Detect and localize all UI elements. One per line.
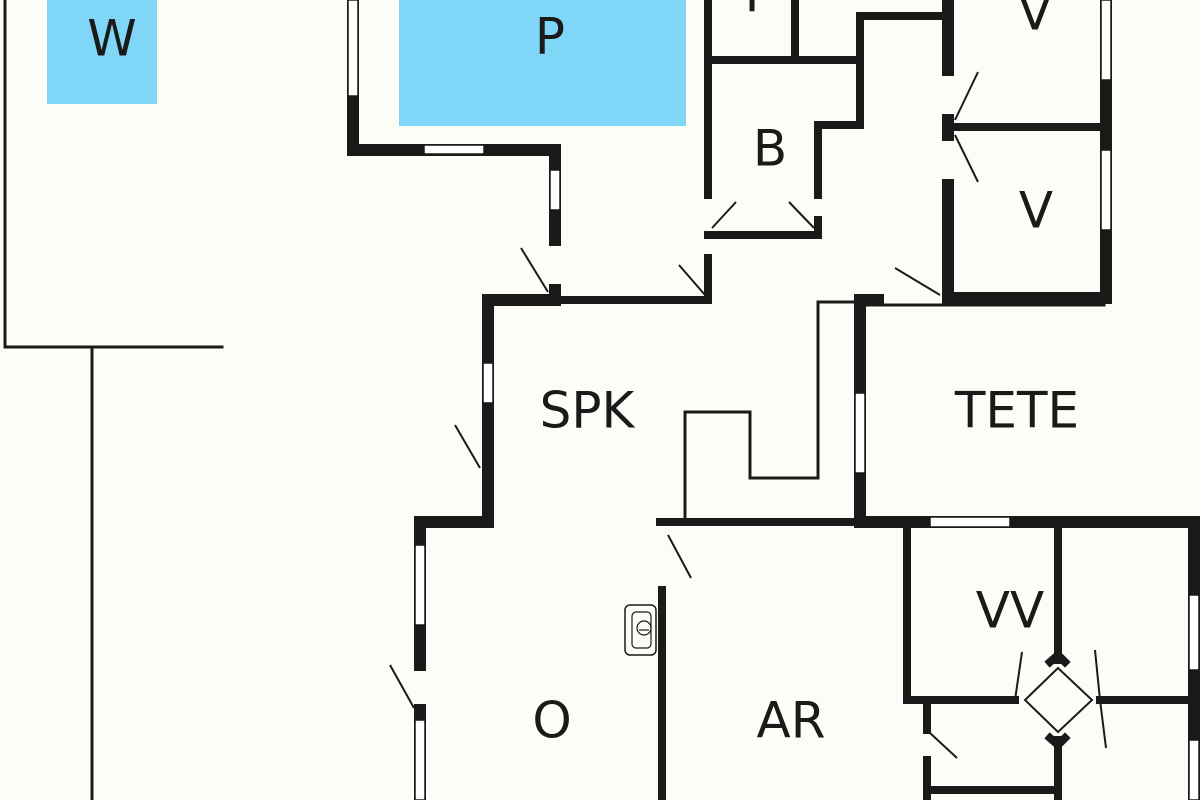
room-label-ar: AR xyxy=(757,692,826,750)
door xyxy=(520,247,549,293)
terrace-outline xyxy=(3,0,224,800)
window xyxy=(929,516,1011,528)
doors xyxy=(389,71,1107,759)
windows xyxy=(347,0,1200,800)
room-label-o: O xyxy=(532,692,571,750)
water-area-p xyxy=(399,0,686,126)
room-label-w: W xyxy=(87,10,136,68)
corner-hall xyxy=(1044,649,1071,751)
toilet-icon xyxy=(624,604,657,656)
window xyxy=(549,169,561,211)
door xyxy=(929,732,958,759)
room-label-tete: TETE xyxy=(954,382,1079,440)
room-label-v1: V xyxy=(1018,0,1052,42)
door xyxy=(711,201,737,229)
room-label-spk: SPK xyxy=(540,382,636,440)
door xyxy=(1099,699,1107,749)
room-label-t: T xyxy=(736,0,768,24)
window xyxy=(347,0,359,97)
water-area-w xyxy=(47,0,157,104)
door xyxy=(954,71,979,121)
window xyxy=(1188,739,1200,800)
door xyxy=(678,264,706,296)
door xyxy=(894,267,941,296)
door xyxy=(1094,649,1101,701)
room-label-vv: VV xyxy=(976,582,1044,640)
room-label-p: P xyxy=(535,8,565,66)
door xyxy=(1014,651,1023,701)
window xyxy=(482,362,494,404)
window xyxy=(1188,594,1200,671)
door xyxy=(954,134,979,183)
room-label-b: B xyxy=(753,120,787,178)
window xyxy=(423,144,485,155)
room-labels: W P T V B V SPK TETE VV O AR xyxy=(87,0,1079,750)
corner-hall-outline xyxy=(1023,666,1094,734)
room-label-v2: V xyxy=(1019,182,1053,240)
window xyxy=(1100,0,1112,81)
window xyxy=(414,544,426,626)
door xyxy=(788,201,815,229)
door xyxy=(667,534,692,579)
window xyxy=(414,719,426,800)
door xyxy=(454,424,481,469)
window xyxy=(854,392,866,474)
window xyxy=(1100,149,1112,231)
door xyxy=(389,664,415,709)
